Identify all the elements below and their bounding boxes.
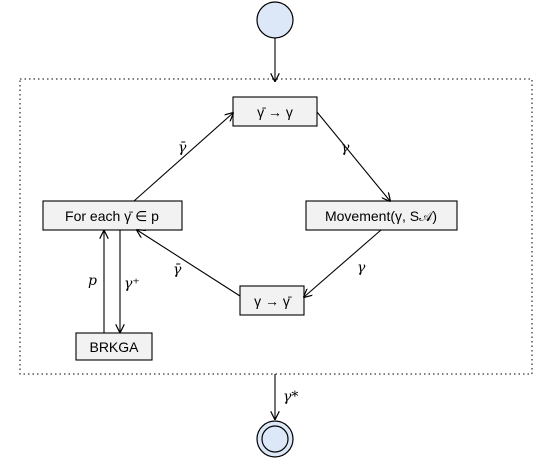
- edge-label-p: p: [88, 273, 97, 289]
- gamma-bar-to-gamma-text: γ̄ → γ: [257, 104, 293, 120]
- edge-gammatobar-to-foreach: [137, 230, 241, 297]
- start-node: [256, 1, 294, 39]
- edge-label-gamma-bar-up: γ̄: [178, 140, 187, 156]
- container-frame: [19, 78, 533, 375]
- for-each-text: For each γ̄ ∈ p: [65, 208, 159, 224]
- edge-label-gamma-bar-left: γ̄: [173, 262, 182, 278]
- gamma-to-gamma-bar-box: γ → γ̄: [239, 285, 305, 316]
- gamma-star-label: γ*: [283, 389, 298, 405]
- for-each-box: For each γ̄ ∈ p: [42, 200, 183, 231]
- end-node-inner: [261, 425, 289, 453]
- brkga-text: BRKGA: [89, 339, 139, 355]
- edge-movement-to-gammatobar: [304, 229, 382, 297]
- movement-box: Movement(γ, S𝒜): [305, 200, 458, 231]
- gamma-bar-to-gamma-box: γ̄ → γ: [232, 96, 318, 127]
- edge-label-gamma-right: γ: [341, 140, 350, 156]
- movement-text: Movement(γ, S𝒜): [325, 208, 437, 224]
- edge-label-gamma-down: γ: [357, 260, 366, 276]
- edge-foreach-to-gammabar: [133, 113, 233, 202]
- edge-label-gamma-plus: γ⁺: [124, 276, 140, 292]
- gamma-to-gamma-bar-text: γ → γ̄: [254, 293, 292, 309]
- brkga-box: BRKGA: [75, 332, 153, 361]
- edge-gammabar-to-movement: [316, 111, 390, 201]
